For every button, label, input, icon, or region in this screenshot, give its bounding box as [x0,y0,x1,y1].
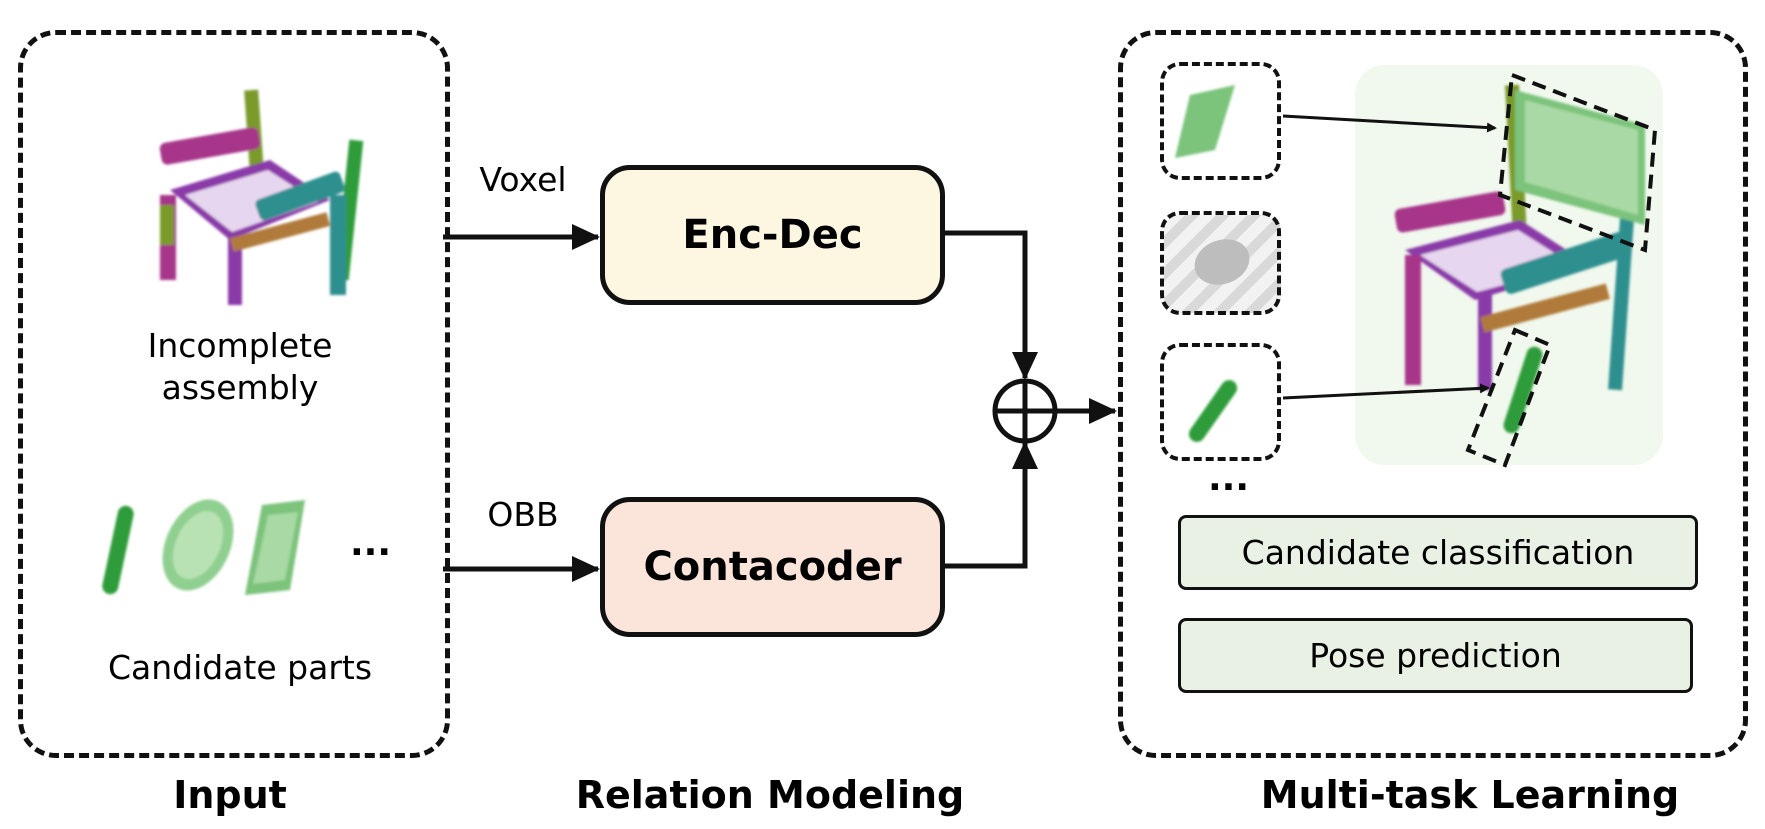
candidate-classification-task: Candidate classification [1178,515,1698,590]
candidate-parts-image [102,499,305,595]
thumb1-part [1175,85,1235,158]
placed-back-box [1497,72,1658,253]
missing-part-icon [1194,239,1250,285]
relation-modeling-title: Relation Modeling [575,773,965,817]
voxel-label: Voxel [479,160,567,199]
thumb3-to-leg-arrow [1282,383,1490,400]
contacoder-module: Contacoder [600,497,945,637]
thumb-candidate-3 [1160,343,1281,461]
input-panel [18,30,450,758]
output-more-dots: ... [1208,458,1249,499]
output-panel [1118,30,1748,758]
encdec-module: Enc-Dec [600,165,945,305]
incomplete-assembly-label: Incomplete assembly [147,326,333,407]
multi-task-learning-title: Multi-task Learning [1260,773,1680,817]
thumb3-part [1188,380,1238,442]
placed-leg-box [1465,327,1553,468]
contacoder-to-combine-arrow [945,441,1038,569]
thumb-candidate-missing [1160,211,1281,315]
thumb-candidate-1 [1160,62,1281,180]
candidate-more-dots: ... [350,523,391,564]
incomplete-chair-image [159,89,364,305]
combine-plus-icon [992,378,1058,444]
pose-prediction-task: Pose prediction [1178,618,1693,693]
thumb1-to-back-arrow [1282,114,1497,133]
input-title: Input [173,773,287,817]
assembled-chair-image [1394,84,1645,434]
obb-label: OBB [487,495,559,534]
encdec-to-combine-arrow [945,230,1038,380]
candidate-parts-label: Candidate parts [107,648,373,687]
